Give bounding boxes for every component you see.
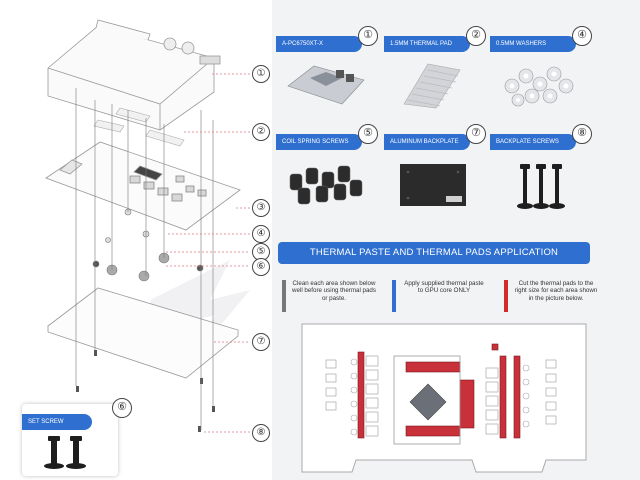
instruction-color-bar	[392, 280, 396, 312]
pcb-drawing	[45, 141, 241, 231]
part-number: ⑧	[572, 124, 592, 144]
callout-3: ③	[252, 199, 270, 217]
part-label: 1.5MM THERMAL PAD	[384, 36, 470, 52]
instruction-text: Apply supplied thermal paste to GPU core…	[404, 280, 484, 295]
callout-1: ①	[252, 65, 270, 83]
instruction-paste: Apply supplied thermal paste to GPU core…	[392, 280, 492, 314]
part-label: COIL SPRING SCREWS	[276, 134, 362, 150]
part-card-thermal-pad: 1.5MM THERMAL PAD ②	[384, 26, 486, 114]
gpu-core	[409, 383, 447, 421]
screws-and-washers-drawing	[92, 208, 204, 282]
part-label: A-PC6750XT-X	[276, 36, 362, 52]
instruction-color-bar	[504, 280, 508, 312]
part-card-coil-spring-screws: COIL SPRING SCREWS ⑤	[276, 124, 378, 212]
thermal-pad-photo	[403, 63, 461, 109]
backplate-photo	[400, 164, 466, 206]
part-number: ①	[358, 26, 378, 46]
instruction-text: Clean each area shown below well before …	[292, 280, 376, 302]
waterblock-photo	[287, 65, 365, 105]
thermal-pad-drawing	[93, 107, 185, 147]
memory-pad-areas	[405, 361, 475, 437]
part-card-washers: 0.5MM WASHERS ④	[490, 26, 592, 114]
backplate-drawing	[47, 287, 239, 379]
part-card-aluminum-backplate: ALUMINUM BACKPLATE ⑦	[384, 124, 486, 212]
set-screw-number: ⑥	[112, 398, 132, 418]
part-number: ⑤	[358, 124, 378, 144]
set-screw-photo	[44, 436, 86, 469]
instruction-pads: Cut the thermal pads to the right size f…	[504, 280, 604, 314]
waterblock-drawing	[47, 19, 221, 131]
thermal-pad-areas	[357, 343, 521, 439]
washers-photo	[504, 66, 574, 107]
backplate-screws-photo	[517, 164, 565, 209]
part-card-waterblock: A-PC6750XT-X ①	[276, 26, 378, 114]
callout-8: ⑧	[252, 424, 270, 442]
part-label: ALUMINUM BACKPLATE	[384, 134, 470, 150]
part-label: 0.5MM WASHERS	[490, 36, 576, 52]
gpu-area-outline	[393, 355, 461, 445]
part-number: ②	[466, 26, 486, 46]
part-number: ④	[572, 26, 592, 46]
set-screw-inset: SET SCREW ⑥	[22, 398, 132, 476]
exploded-view-diagram	[45, 19, 250, 433]
callout-4: ④	[252, 225, 270, 243]
callout-6: ⑥	[252, 258, 270, 276]
backplate-screws-drawing	[76, 350, 215, 432]
assembly-guide-lines	[75, 88, 214, 430]
instruction-color-bar	[282, 280, 286, 312]
callout-2: ②	[252, 123, 270, 141]
instruction-clean: Clean each area shown below well before …	[282, 280, 382, 314]
instruction-text: Cut the thermal pads to the right size f…	[514, 280, 598, 302]
part-label: BACKPLATE SCREWS	[490, 134, 576, 150]
pcb-application-diagram	[301, 323, 587, 473]
coil-spring-screws-photo	[289, 165, 363, 205]
application-title-banner: THERMAL PASTE AND THERMAL PADS APPLICATI…	[278, 242, 590, 264]
watermark-logo	[150, 260, 250, 350]
part-number: ⑦	[466, 124, 486, 144]
set-screw-label: SET SCREW	[22, 414, 92, 430]
callout-7: ⑦	[252, 333, 270, 351]
callout-leaders	[166, 73, 250, 433]
part-card-backplate-screws: BACKPLATE SCREWS ⑧	[490, 124, 592, 212]
